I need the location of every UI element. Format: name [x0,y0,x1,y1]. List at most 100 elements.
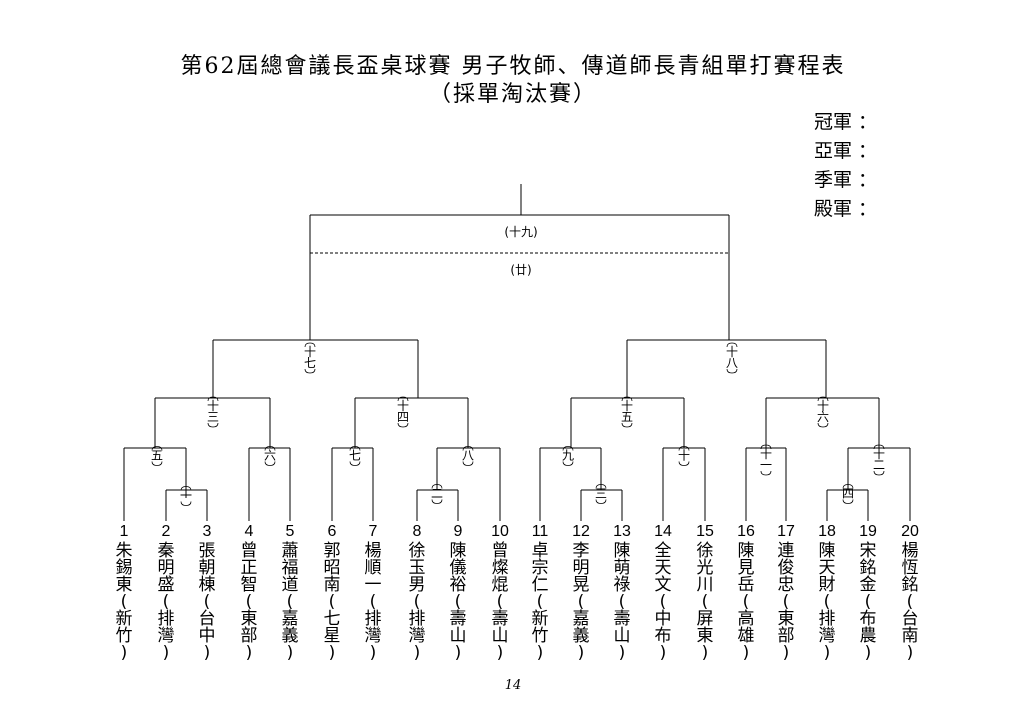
svg-text:): ) [660,643,667,663]
svg-text:新: 新 [532,609,549,629]
svg-text:裕: 裕 [450,575,467,595]
svg-text:): ) [455,643,462,663]
player-name-18: 陳天財(排灣) [819,541,836,663]
svg-text:楊: 楊 [365,541,382,561]
player-name-19: 宋銘金(布農) [860,541,877,663]
svg-text:農: 農 [860,626,877,646]
svg-text:一: 一 [365,575,382,595]
svg-text:十: 十 [678,449,690,463]
svg-text:七: 七 [349,449,361,463]
svg-text:陳: 陳 [450,541,467,561]
svg-text:灣: 灣 [365,626,382,646]
award-label: 殿軍 [814,198,853,220]
player-name-8: 徐玉男(排灣) [409,541,426,663]
svg-text:朱: 朱 [116,541,133,561]
player-number: 12 [572,523,590,540]
svg-text:陳: 陳 [819,541,836,561]
svg-text:排: 排 [409,609,426,629]
svg-text:順: 順 [365,558,382,578]
svg-text:(: ( [163,592,170,612]
match-label-9: 九 [562,446,574,466]
match-label-8: 八 [462,446,474,466]
svg-text:星: 星 [324,626,341,646]
svg-text:): ) [537,643,544,663]
svg-text:天: 天 [655,558,672,578]
match-label-11: 十一 [760,444,772,476]
player-number: 15 [696,523,714,540]
svg-text:): ) [204,643,211,663]
svg-text:排: 排 [365,609,382,629]
svg-text:曾: 曾 [241,541,258,561]
svg-text:陳: 陳 [738,541,755,561]
svg-text:卓: 卓 [532,541,549,561]
svg-text:福: 福 [282,558,299,578]
player-number: 13 [613,523,631,540]
svg-text:): ) [824,643,831,663]
svg-text:(: ( [204,592,211,612]
svg-text:山: 山 [614,626,631,646]
match-label-4: 四 [842,484,854,504]
svg-text:(: ( [329,592,336,612]
svg-text:徐: 徐 [409,541,426,561]
player-name-20: 楊恆銘(台南) [902,541,919,663]
svg-text:山: 山 [450,626,467,646]
svg-text:智: 智 [241,575,258,595]
match-label-15: 十五 [621,396,633,428]
page-title: 第62屆總會議長盃桌球賽 男子牧師、傳道師長青組單打賽程表 [180,54,846,79]
match-label-10: 十 [678,446,690,466]
svg-text:): ) [865,643,872,663]
svg-text:東: 東 [778,609,795,629]
svg-text:曾: 曾 [492,541,509,561]
svg-text:恆: 恆 [902,558,919,578]
svg-text:(: ( [287,592,294,612]
award-label: 冠軍 [814,111,853,133]
awards-list: 冠軍： 亞軍： 季軍： 殿軍： [814,108,877,224]
svg-text:義: 義 [282,626,299,646]
player-number: 14 [654,523,672,540]
svg-text:(: ( [121,592,128,612]
player-name-6: 郭昭南(七星) [324,541,341,663]
player-name-3: 張朝棟(台中) [199,541,216,663]
player-number: 18 [818,523,836,540]
svg-text:(: ( [578,592,585,612]
svg-text:): ) [619,643,626,663]
svg-text:(: ( [865,592,872,612]
svg-text:天: 天 [819,558,836,578]
svg-text:道: 道 [282,575,299,595]
svg-text:): ) [743,643,750,663]
svg-text:財: 財 [819,575,836,595]
award-fourth: 殿軍： [814,198,878,220]
svg-text:(: ( [660,592,667,612]
svg-text:蕭: 蕭 [282,541,299,561]
svg-text:八: 八 [726,356,738,370]
svg-text:十: 十 [817,399,829,413]
svg-text:): ) [121,643,128,663]
svg-text:): ) [907,643,914,663]
page-number: 14 [504,678,522,693]
svg-text:(: ( [619,592,626,612]
svg-text:十: 十 [207,399,219,413]
svg-text:): ) [163,643,170,663]
svg-text:(: ( [783,592,790,612]
svg-text:焜: 焜 [492,575,509,595]
svg-text:竹: 竹 [532,626,549,646]
svg-text:雄: 雄 [738,626,755,646]
svg-text:明: 明 [158,558,175,578]
svg-text:(: ( [246,592,253,612]
match-label-14: 十四 [397,396,409,428]
svg-text:台: 台 [199,609,216,629]
svg-text:三: 三 [595,487,607,501]
player-name-4: 曾正智(東部) [241,541,258,663]
svg-text:晃: 晃 [573,575,590,595]
svg-text:朝: 朝 [199,558,216,578]
svg-text:七: 七 [304,356,316,370]
svg-text:排: 排 [819,609,836,629]
svg-text:新: 新 [116,609,133,629]
award-label: 亞軍 [814,140,853,162]
svg-text:十: 十 [873,447,885,461]
svg-text:十: 十 [760,447,772,461]
svg-text:(: ( [455,592,462,612]
svg-text:昭: 昭 [324,558,341,578]
svg-text:排: 排 [158,609,175,629]
